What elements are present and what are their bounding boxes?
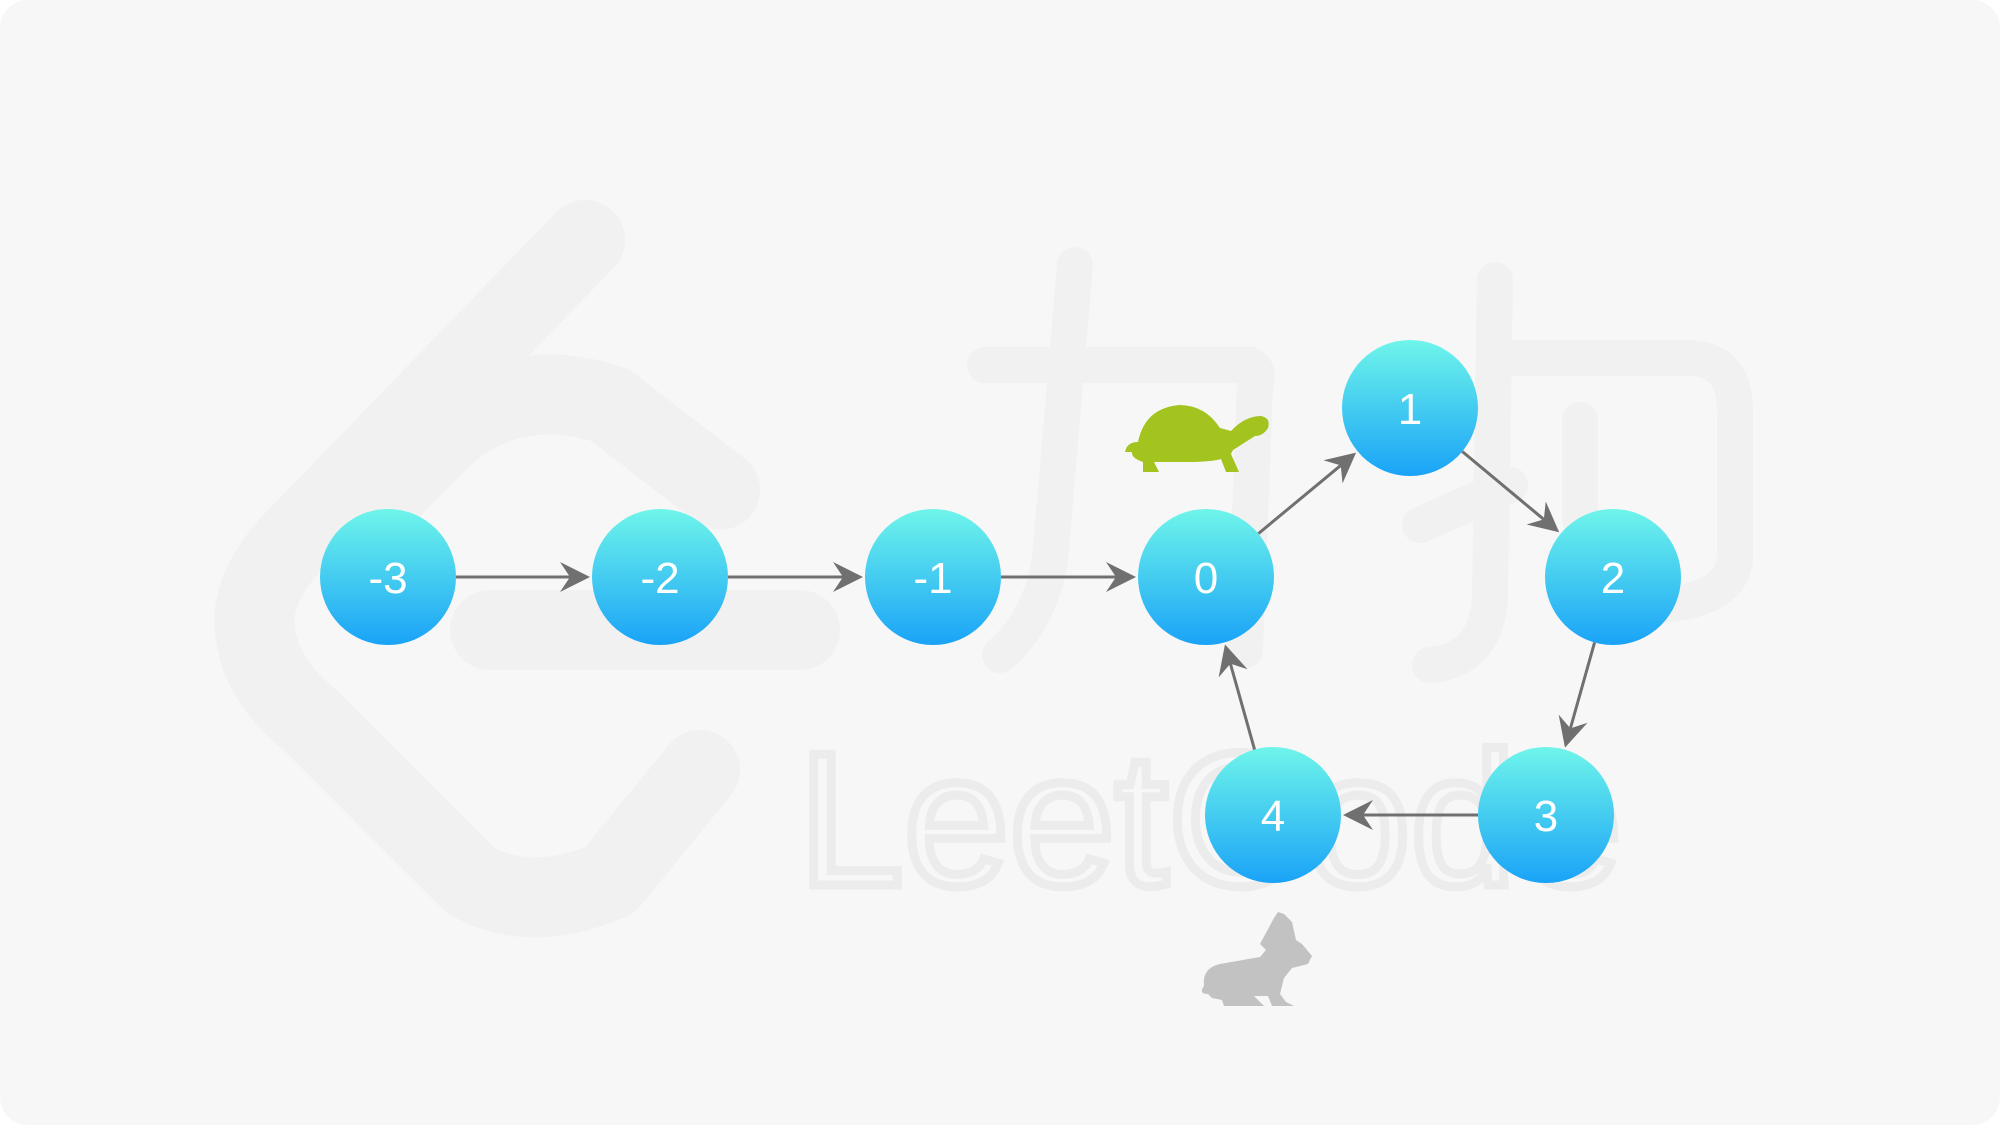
edge-arrow (1001, 562, 1136, 592)
node-label: -1 (913, 554, 952, 603)
node-circle (592, 509, 728, 645)
watermark-glyph-stroke (1402, 262, 1753, 683)
node-circle (1138, 509, 1274, 645)
node-circle (320, 509, 456, 645)
node-label: 1 (1398, 385, 1422, 434)
edge-arrow (728, 562, 863, 592)
tortoise-icon (1125, 405, 1269, 472)
node-label: 4 (1261, 792, 1285, 841)
list-node: -2 (592, 509, 728, 645)
edges (456, 450, 1597, 830)
list-node: 0 (1138, 509, 1274, 645)
list-node: 2 (1545, 509, 1681, 645)
edge-arrow (1257, 452, 1357, 535)
node-label: 2 (1601, 554, 1625, 603)
node-circle (1478, 747, 1614, 883)
edge-arrow (456, 562, 590, 592)
watermark-glyph-stroke (967, 247, 1275, 673)
edge-arrow (1343, 800, 1478, 830)
watermark-logo-stroke (340, 354, 760, 540)
node-label: 3 (1534, 792, 1558, 841)
node-circle (1205, 747, 1341, 883)
node-circle (1545, 509, 1681, 645)
edge-arrow (1218, 644, 1257, 750)
edge-arrow (1461, 450, 1560, 533)
node-label: -3 (368, 554, 407, 603)
node-label: -2 (640, 554, 679, 603)
list-node: 1 (1342, 340, 1478, 476)
list-node: 4 (1205, 747, 1341, 883)
list-node: -3 (320, 509, 456, 645)
node-label: 0 (1194, 554, 1218, 603)
list-node: 3 (1478, 747, 1614, 883)
watermark-logo-stroke (214, 200, 740, 938)
nodes: -3 -2 -1 0 1 2 3 4 (320, 340, 1681, 883)
edge-arrow (1558, 642, 1597, 748)
hare-icon (1201, 912, 1312, 1006)
list-node: -1 (865, 509, 1001, 645)
node-circle (1342, 340, 1478, 476)
node-circle (865, 509, 1001, 645)
